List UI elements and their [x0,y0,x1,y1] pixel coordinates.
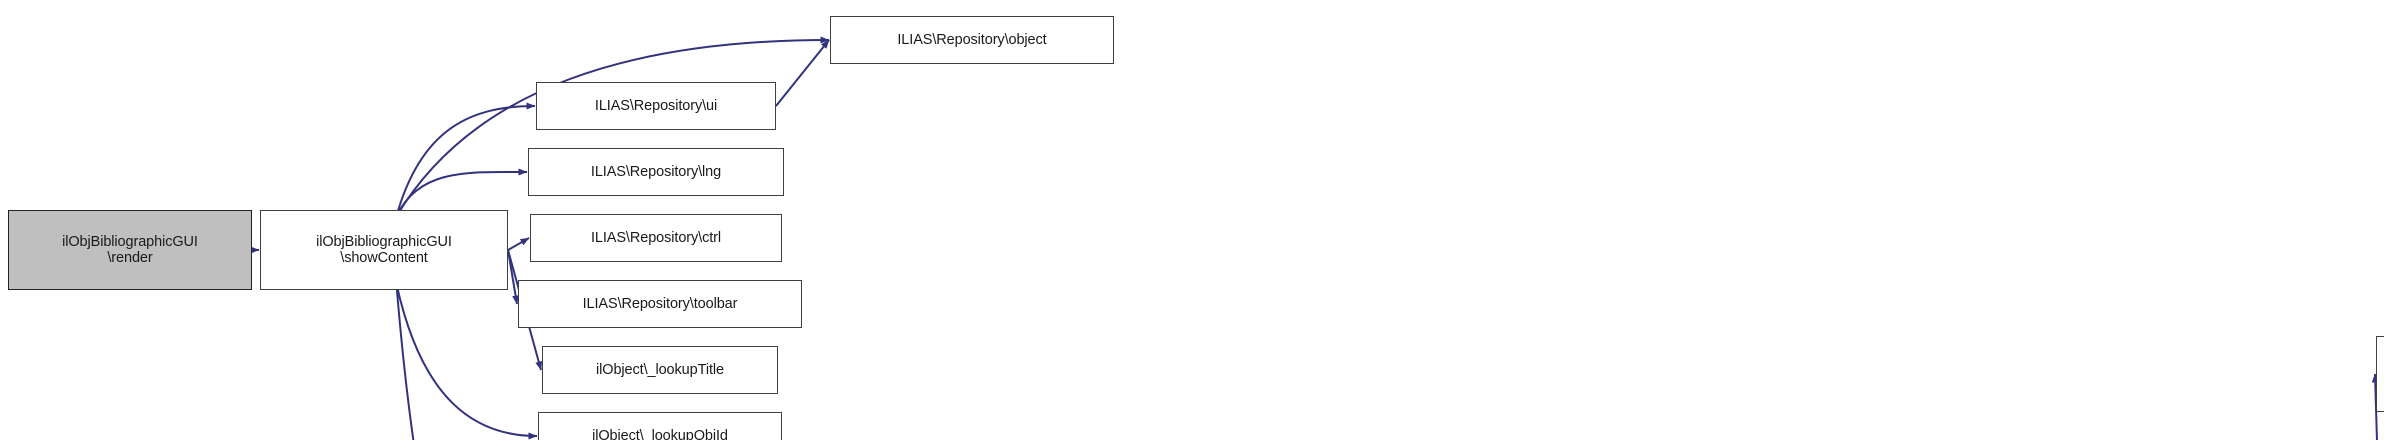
graph-node-repo_object[interactable]: ILIAS\Repository\object [830,16,1114,64]
graph-node-label: ILIAS\Repository\ui [594,97,718,114]
graph-node-label: ILIAS\Repository\lng [590,163,722,180]
graph-node-label: ilObjBibliographicGUI \render [62,233,198,266]
graph-node-repo_lng[interactable]: ILIAS\Repository\lng [528,148,784,196]
graph-edge-showContent-to-repo_ui [395,102,536,217]
graph-node-render[interactable]: ilObjBibliographicGUI \render [8,210,252,290]
graph-edge-showContent-to-repo_ctrl [507,237,530,251]
graph-node-lookupTitle[interactable]: ilObject\_lookupTitle [542,346,778,394]
graph-node-repo_ui[interactable]: ILIAS\Repository\ui [536,82,776,130]
graph-node-showContent[interactable]: ilObjBibliographicGUI \showContent [260,210,508,290]
graph-edge-repo_ui-to-repo_object [775,39,830,107]
graph-node-label: ilObject\_lookupObjId [592,427,728,440]
graph-node-repo_toolbar[interactable]: ILIAS\Repository\toolbar [518,280,802,328]
graph-edge-showContent-to-handleNonAccess [395,283,415,440]
graph-node-label: ILIAS\Repository\object [897,31,1047,48]
graph-edge-showContent-to-repo_toolbar [507,249,520,305]
graph-node-label: ILIAS\Repository\toolbar [582,295,738,312]
graph-edge-showContent-to-lookupObjId [395,283,538,440]
graph-node-label: ILIAS\Repository\ctrl [590,229,722,246]
graph-node-lookupObjId[interactable]: ilObject\_lookupObjId [538,412,782,440]
graph-node-repo_ctrl[interactable]: ILIAS\Repository\ctrl [530,214,782,262]
graph-node-label: ilObjBibliographicGUI \showContent [316,233,452,266]
graph-node-getParameterArray[interactable]: ilCtrl\getParameterArray ByClass [2376,336,2384,412]
graph-node-label: ilObject\_lookupTitle [596,361,724,378]
